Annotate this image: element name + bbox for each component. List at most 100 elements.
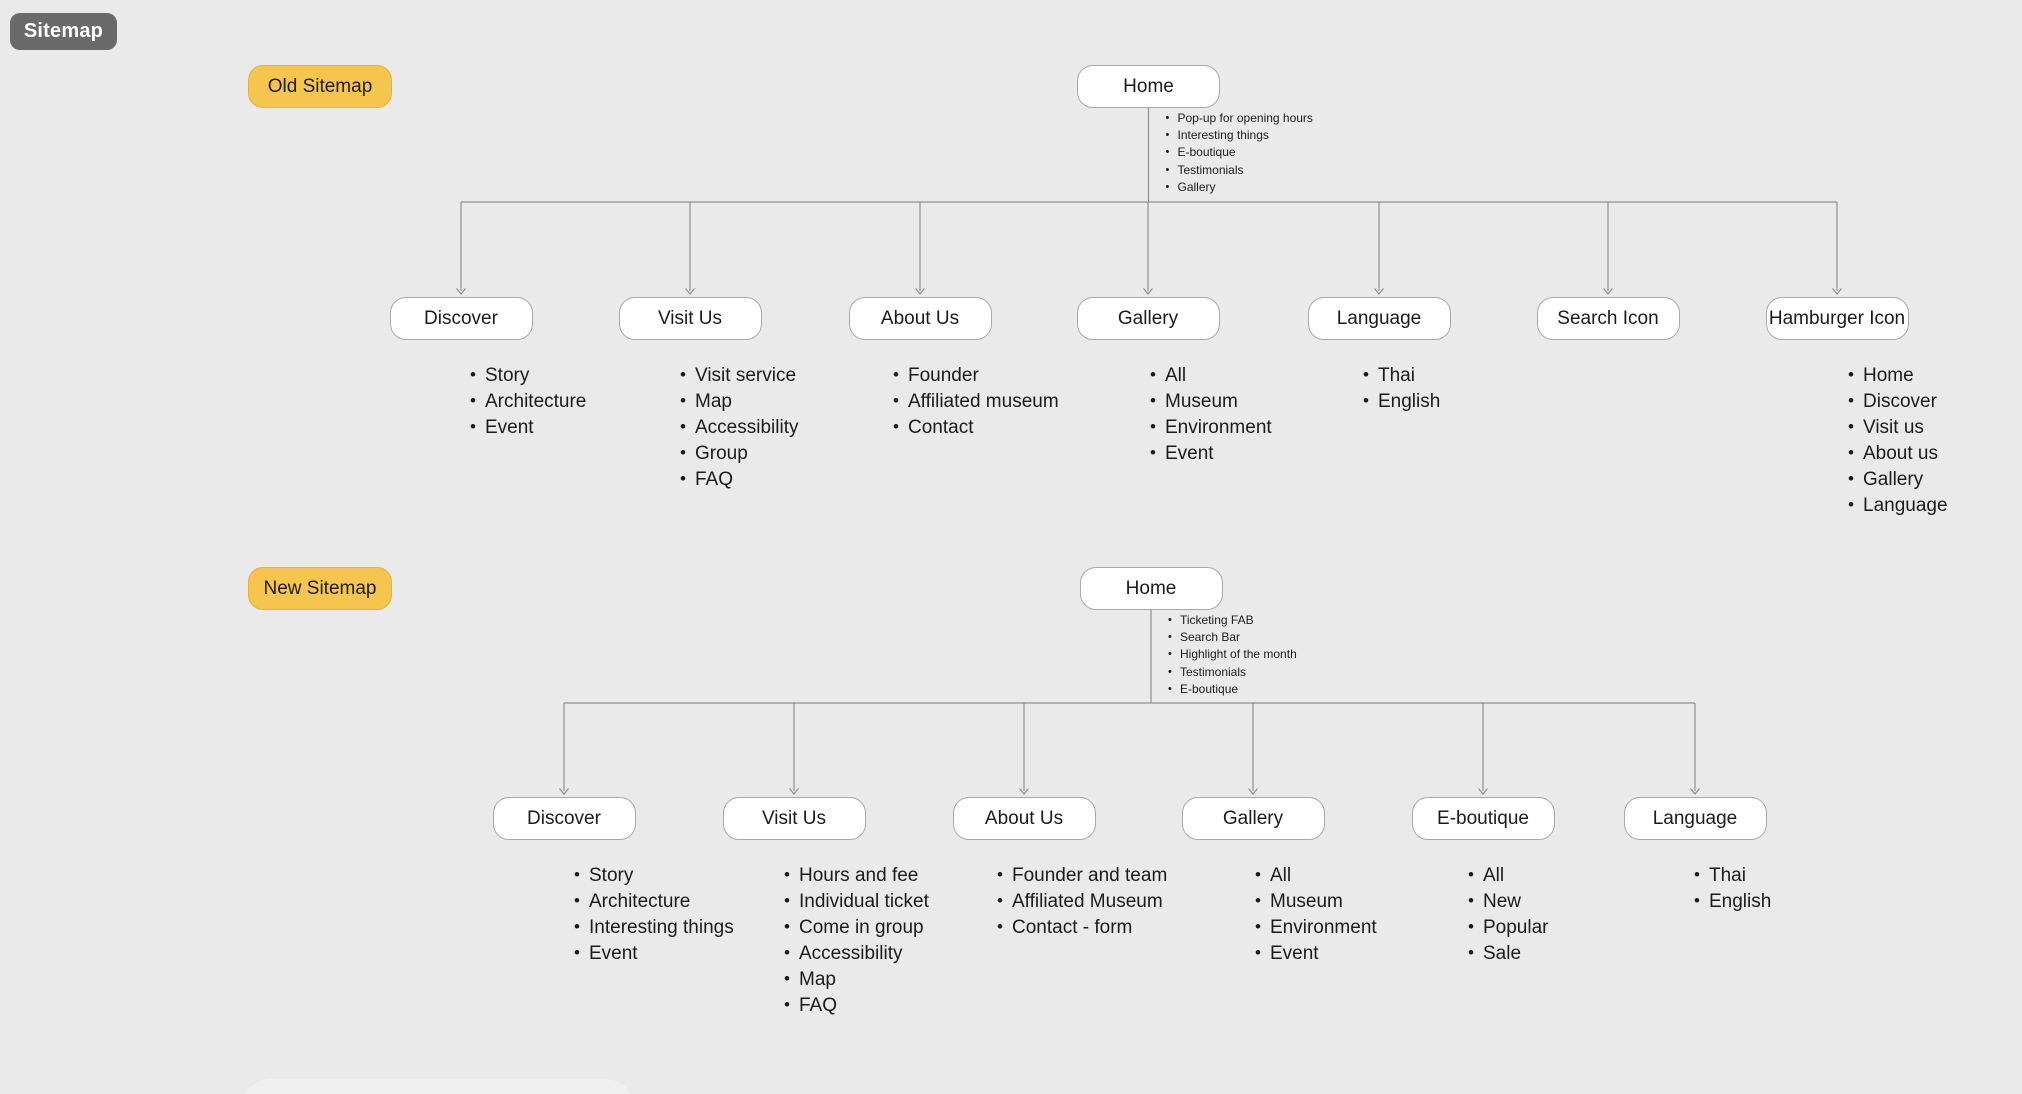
list-item[interactable]: Contact	[893, 414, 1059, 441]
list-item[interactable]: All	[1468, 862, 1549, 889]
list-item[interactable]: Visit us	[1848, 414, 1948, 441]
old-branch-search-icon: Search Icon	[1536, 297, 1680, 340]
old-node-about-us[interactable]: About Us	[848, 297, 992, 340]
annotation-item[interactable]: Pop-up for opening hours	[1166, 110, 1313, 127]
annotation-item[interactable]: Gallery	[1166, 179, 1313, 196]
list-item[interactable]: Story	[574, 862, 734, 889]
child-items-list[interactable]: FounderAffiliated museumContact	[893, 362, 1059, 441]
arrow-down-icon	[1478, 788, 1488, 795]
annotation-item[interactable]: E-boutique	[1168, 681, 1297, 698]
arrow-down-icon	[1374, 288, 1384, 295]
annotation-item[interactable]: Ticketing FAB	[1168, 612, 1297, 629]
old-node-discover[interactable]: Discover	[389, 297, 533, 340]
new-branch-about-us: About Us Founder and teamAffiliated Muse…	[952, 797, 1167, 940]
list-item[interactable]: Language	[1848, 492, 1948, 519]
child-items-list[interactable]: AllMuseumEnvironmentEvent	[1255, 862, 1377, 967]
list-item[interactable]: Environment	[1150, 414, 1272, 441]
list-item[interactable]: English	[1363, 388, 1440, 415]
list-item[interactable]: All	[1150, 362, 1272, 389]
list-item[interactable]: Event	[1150, 440, 1272, 467]
new-branch-discover: Discover StoryArchitectureInteresting th…	[492, 797, 734, 966]
old-node-visit-us[interactable]: Visit Us	[618, 297, 762, 340]
list-item[interactable]: Architecture	[574, 888, 734, 915]
annotation-item[interactable]: Highlight of the month	[1168, 646, 1297, 663]
list-item[interactable]: Event	[470, 414, 586, 441]
old-branch-about-us: About Us FounderAffiliated museumContact	[848, 297, 1059, 440]
list-item[interactable]: Map	[784, 966, 929, 993]
list-item[interactable]: Event	[574, 940, 734, 967]
list-item[interactable]: Accessibility	[784, 940, 929, 967]
list-item[interactable]: Come in group	[784, 914, 929, 941]
list-item[interactable]: FAQ	[680, 466, 798, 493]
old-node-search-icon[interactable]: Search Icon	[1536, 297, 1680, 340]
list-item[interactable]: Popular	[1468, 914, 1549, 941]
list-item[interactable]: Founder	[893, 362, 1059, 389]
list-item[interactable]: Interesting things	[574, 914, 734, 941]
list-item[interactable]: Map	[680, 388, 798, 415]
old-node-gallery[interactable]: Gallery	[1076, 297, 1220, 340]
list-item[interactable]: Hours and fee	[784, 862, 929, 889]
list-item[interactable]: About us	[1848, 440, 1948, 467]
arrow-down-icon	[1690, 788, 1700, 795]
arrow-down-icon	[1019, 788, 1029, 795]
child-items-list[interactable]: ThaiEnglish	[1694, 862, 1771, 915]
list-item[interactable]: Home	[1848, 362, 1948, 389]
list-item[interactable]: Environment	[1255, 914, 1377, 941]
child-items-list[interactable]: StoryArchitectureInteresting thingsEvent	[574, 862, 734, 967]
old-node-hamburger-icon[interactable]: Hamburger Icon	[1765, 297, 1909, 340]
list-item[interactable]: Affiliated Museum	[997, 888, 1167, 915]
list-item[interactable]: Group	[680, 440, 798, 467]
list-item[interactable]: Museum	[1255, 888, 1377, 915]
old-node-language[interactable]: Language	[1307, 297, 1451, 340]
child-items-list[interactable]: AllNewPopularSale	[1468, 862, 1549, 967]
annotation-item[interactable]: Testimonials	[1166, 162, 1313, 179]
list-item[interactable]: All	[1255, 862, 1377, 889]
list-item[interactable]: Museum	[1150, 388, 1272, 415]
child-items-list[interactable]: ThaiEnglish	[1363, 362, 1440, 415]
root-annotations-list[interactable]: Ticketing FABSearch BarHighlight of the …	[1168, 612, 1297, 698]
list-item[interactable]: New	[1468, 888, 1549, 915]
child-items-list[interactable]: Founder and teamAffiliated MuseumContact…	[997, 862, 1167, 941]
old-branch-language: Language ThaiEnglish	[1307, 297, 1451, 414]
list-item[interactable]: Individual ticket	[784, 888, 929, 915]
list-item[interactable]: Visit service	[680, 362, 798, 389]
new-node-about-us[interactable]: About Us	[952, 797, 1096, 840]
child-items-list[interactable]: Visit serviceMapAccessibilityGroupFAQ	[680, 362, 798, 493]
child-items-list[interactable]: AllMuseumEnvironmentEvent	[1150, 362, 1272, 467]
list-item[interactable]: Gallery	[1848, 466, 1948, 493]
old-sitemap-badge[interactable]: Old Sitemap	[248, 65, 392, 108]
new-root-node-home[interactable]: Home	[1079, 567, 1223, 610]
new-node-discover[interactable]: Discover	[492, 797, 636, 840]
annotation-item[interactable]: Interesting things	[1166, 127, 1313, 144]
old-root-node-home[interactable]: Home	[1077, 65, 1220, 108]
list-item[interactable]: Accessibility	[680, 414, 798, 441]
arrow-down-icon	[789, 788, 799, 795]
list-item[interactable]: Founder and team	[997, 862, 1167, 889]
annotation-item[interactable]: E-boutique	[1166, 144, 1313, 161]
new-node-language[interactable]: Language	[1623, 797, 1767, 840]
list-item[interactable]: Affiliated museum	[893, 388, 1059, 415]
list-item[interactable]: Thai	[1363, 362, 1440, 389]
annotation-item[interactable]: Testimonials	[1168, 664, 1297, 681]
list-item[interactable]: Sale	[1468, 940, 1549, 967]
list-item[interactable]: Story	[470, 362, 586, 389]
new-sitemap-badge[interactable]: New Sitemap	[248, 567, 392, 610]
new-branch-gallery: Gallery AllMuseumEnvironmentEvent	[1181, 797, 1377, 966]
annotation-item[interactable]: Search Bar	[1168, 629, 1297, 646]
child-items-list[interactable]: StoryArchitectureEvent	[470, 362, 586, 441]
list-item[interactable]: FAQ	[784, 992, 929, 1019]
child-items-list[interactable]: HomeDiscoverVisit usAbout usGalleryLangu…	[1848, 362, 1948, 519]
child-items-list[interactable]: Hours and feeIndividual ticketCome in gr…	[784, 862, 929, 1019]
new-node-visit-us[interactable]: Visit Us	[722, 797, 866, 840]
new-node-e-boutique[interactable]: E-boutique	[1411, 797, 1555, 840]
list-item[interactable]: Event	[1255, 940, 1377, 967]
list-item[interactable]: Discover	[1848, 388, 1948, 415]
new-node-gallery[interactable]: Gallery	[1181, 797, 1325, 840]
list-item[interactable]: Architecture	[470, 388, 586, 415]
root-annotations-list[interactable]: Pop-up for opening hoursInteresting thin…	[1166, 110, 1313, 196]
list-item[interactable]: Thai	[1694, 862, 1771, 889]
list-item[interactable]: English	[1694, 888, 1771, 915]
list-item[interactable]: Contact - form	[997, 914, 1167, 941]
